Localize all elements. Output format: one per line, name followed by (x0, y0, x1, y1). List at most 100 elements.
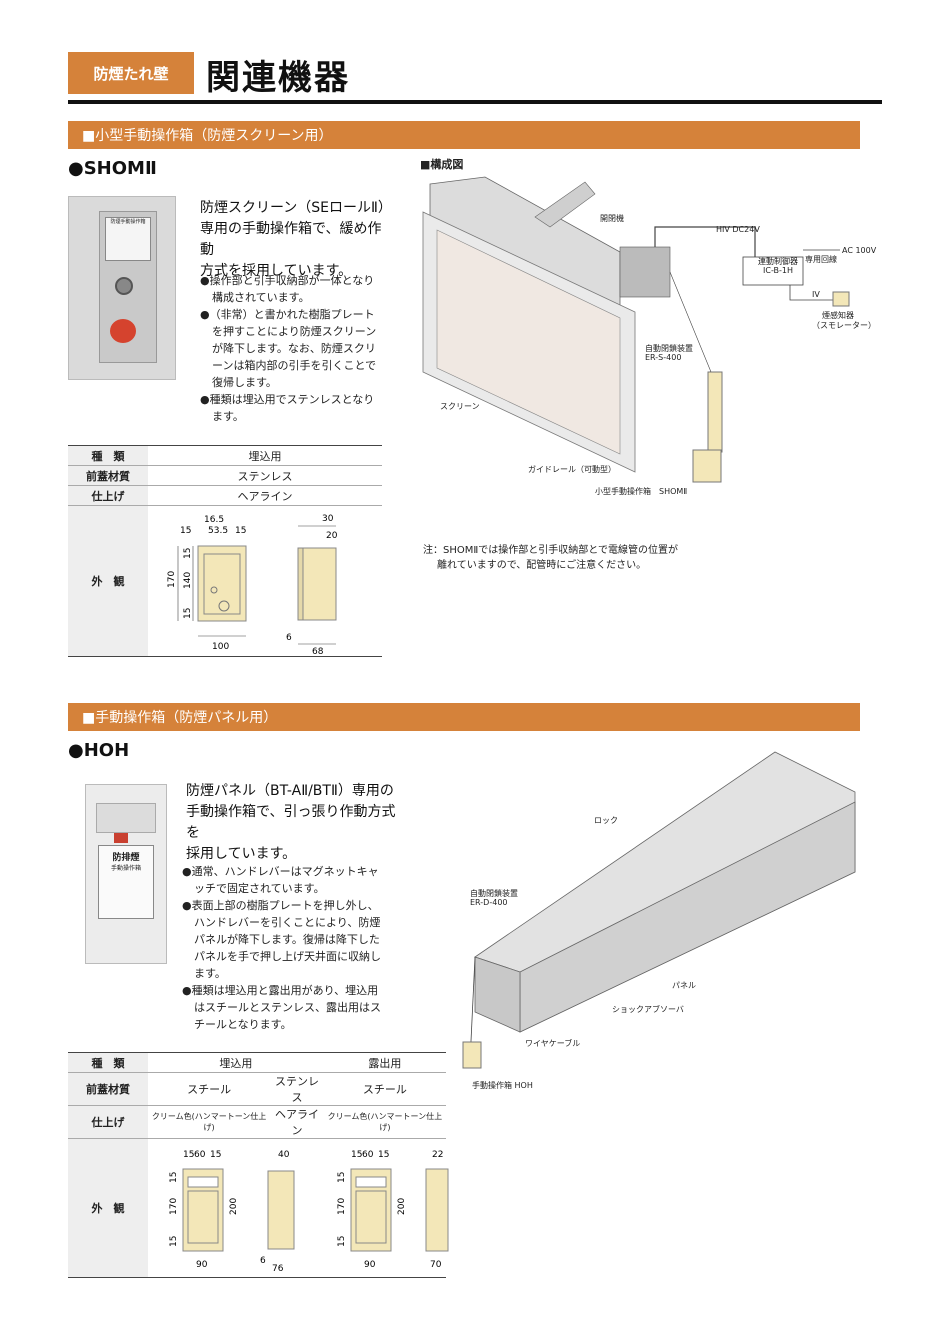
dim-label: 60 (194, 1150, 206, 1160)
dim-label: 15 (180, 526, 191, 536)
note-line: 離れていますので、配管時にご注意ください。 (437, 560, 647, 571)
desc-line: 防煙スクリーン（SEロールⅡ） (200, 200, 392, 216)
dim-label: 15 (337, 1172, 347, 1183)
dim-label: 16.5 (204, 515, 224, 525)
bullet-item: ●（非常）と書かれた樹脂プレートを押すことにより防煙スクリーンが降下します。なお… (200, 308, 377, 389)
title-rule (68, 100, 882, 104)
table-cell: 露出用 (323, 1052, 446, 1073)
panel-diagram (462, 751, 856, 1069)
label-opener: 開閉機 (600, 214, 624, 223)
hoh-label-text: 防排煙 (112, 853, 140, 863)
hoh-exposed-window (355, 1176, 387, 1188)
dim-label: 70 (430, 1260, 442, 1270)
label-box: 手動操作箱 HOH (472, 1081, 533, 1090)
label-iv: IV (812, 290, 820, 299)
hoh-drawing-cell: 15 60 15 15 170 15 200 90 40 6 76 15 60 … (148, 1138, 449, 1278)
label-detector: 煙感知器 (822, 311, 854, 320)
table-header: 前蓋材質 (68, 1072, 148, 1106)
hoh-spec-table: 種 類 埋込用 露出用 前蓋材質 スチール ステンレス スチール 仕上げ クリー… (68, 1052, 449, 1278)
shom-box-shape (692, 449, 722, 483)
shom-drawing-cell: 16.5 15 53.5 15 15 140 15 170 100 30 20 … (148, 505, 382, 657)
opener-shape (619, 246, 671, 298)
section1-model: ●SHOMⅡ (68, 158, 157, 179)
screen-cloth-shape (436, 229, 621, 455)
table-header: 外 観 (68, 1138, 148, 1278)
label-ac: AC 100V (842, 246, 877, 255)
dim-label: 15 (183, 548, 193, 559)
label-box: 小型手動操作箱 SHOMⅡ (595, 487, 688, 496)
dim-label: 53.5 (208, 526, 228, 536)
table-header: 外 観 (68, 505, 148, 657)
desc-line: 手動操作箱で、引っ張り作動方式を (186, 804, 396, 841)
lock-device-shape (707, 371, 723, 453)
shom-spec-table: 種 類埋込用 前蓋材質ステンレス 仕上げヘアライン 外 観 16.5 15 53… (68, 445, 382, 657)
hoh-exposed-side (425, 1168, 449, 1252)
desc-line: 採用しています。 (186, 846, 297, 862)
bullet-item: ●種類は埋込用と露出用があり、埋込用はスチールとステンレス、露出用はスチールとな… (182, 984, 381, 1031)
label-screen: スクリーン (440, 402, 480, 411)
label-panel: パネル (672, 981, 696, 990)
shom-front-shape (197, 545, 247, 622)
table-cell: ステンレス (270, 1072, 324, 1106)
key-icon (115, 277, 133, 295)
table-cell: ヘアライン (148, 485, 382, 506)
iv-line (789, 285, 843, 301)
dim-label: 60 (362, 1150, 374, 1160)
dim-label: 90 (196, 1260, 208, 1270)
hoh-top-plate (96, 803, 156, 833)
label-circuit: 専用回線 (805, 255, 837, 264)
detector-shape (832, 291, 850, 307)
table-header: 種 類 (68, 1052, 148, 1073)
hoh-embedded-inner (187, 1190, 219, 1244)
label-controller-model: IC-B-1H (763, 266, 794, 275)
desc-line: 方式を採用しています。 (200, 263, 353, 279)
table-header: 前蓋材質 (68, 465, 148, 486)
dim-label: 15 (183, 1150, 194, 1160)
emergency-button-icon (110, 319, 136, 343)
dim-label: 170 (167, 571, 177, 588)
bullet-item: ●種類は埋込用でステンレスとなります。 (200, 393, 375, 423)
dim-label: 40 (278, 1150, 290, 1160)
dim-label: 200 (229, 1198, 239, 1215)
dim-label: 20 (326, 531, 338, 541)
panel-end-shape (474, 956, 521, 1033)
dim-label: 140 (183, 572, 193, 589)
label-auto-lock-model: ER-D-400 (470, 898, 508, 907)
hoh-box-shape (462, 1041, 482, 1069)
label-auto-lock-model: ER-S-400 (645, 353, 682, 362)
dim-label: 100 (212, 642, 229, 652)
desc-line: 防煙パネル（BT-AⅡ/BTⅡ）専用の (186, 783, 394, 799)
controller-box (742, 256, 804, 286)
label-auto-lock: 自動閉鎖装置 (645, 344, 693, 353)
hoh-dimension-drawing: 15 60 15 15 170 15 200 90 40 6 76 15 60 … (169, 1150, 449, 1274)
screen-diagram (422, 176, 850, 483)
table-header: 仕上げ (68, 485, 148, 506)
page-title: 関連機器 (206, 58, 350, 98)
bullet-item: ●操作部と引手収納部が一体となり構成されています。 (200, 274, 375, 304)
table-cell: スチール (323, 1072, 446, 1106)
dim-label: 15 (183, 608, 193, 619)
dim-label: 6 (286, 633, 292, 643)
desc-line: 専用の手動操作箱で、緩め作動 (200, 221, 382, 258)
cable-line (654, 226, 756, 267)
dim-label: 15 (235, 526, 246, 536)
dim-label: 30 (322, 514, 334, 524)
section1-bar: ■小型手動操作箱（防煙スクリーン用） (68, 121, 860, 149)
shom-button-shape (218, 600, 230, 612)
bullet-item: ●通常、ハンドレバーはマグネットキャッチで固定されています。 (182, 865, 379, 895)
label-cable: HIV DC24V (716, 225, 760, 234)
label-simulator: （スモレーター） (812, 321, 876, 330)
table-cell: クリーム色(ハンマートーン仕上げ) (148, 1105, 271, 1139)
dim-label: 170 (337, 1198, 347, 1215)
dim-label: 6 (260, 1256, 266, 1266)
section2-bullets: ●通常、ハンドレバーはマグネットキャッチで固定されています。 ●表面上部の樹脂プ… (182, 863, 382, 1033)
note-line: 注：SHOMⅡでは操作部と引手収納部とで電線管の位置が (423, 545, 678, 556)
table-cell: 埋込用 (148, 445, 382, 466)
hoh-photo: 防排煙 手動操作箱 (85, 784, 167, 964)
dim-label: 15 (351, 1150, 362, 1160)
hoh-label-sub: 手動操作箱 (110, 865, 141, 872)
section2-model: ●HOH (68, 740, 130, 761)
hoh-embedded-side (267, 1170, 295, 1250)
table-cell: スチール (148, 1072, 271, 1106)
dim-label: 15 (169, 1236, 179, 1247)
